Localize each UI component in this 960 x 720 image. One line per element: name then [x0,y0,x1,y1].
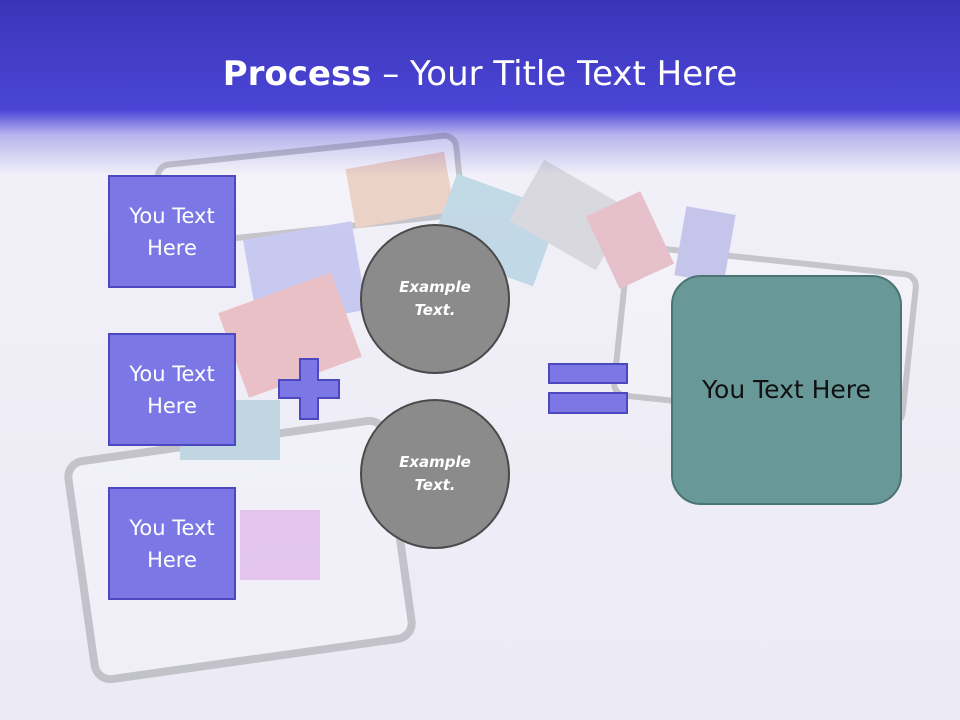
title-rest: – Your Title Text Here [371,54,738,94]
plus-icon [278,358,340,420]
example-circle-1: Example Text. [360,224,510,374]
left-text-box-3: You Text Here [108,487,236,600]
slide-title: Process – Your Title Text Here [0,50,960,98]
title-bold: Process [222,54,372,94]
example-circle-2: Example Text. [360,399,510,549]
equals-icon [548,363,628,414]
left-text-box-2: You Text Here [108,333,236,446]
left-text-box-1: You Text Here [108,175,236,288]
result-box: You Text Here [671,275,902,505]
